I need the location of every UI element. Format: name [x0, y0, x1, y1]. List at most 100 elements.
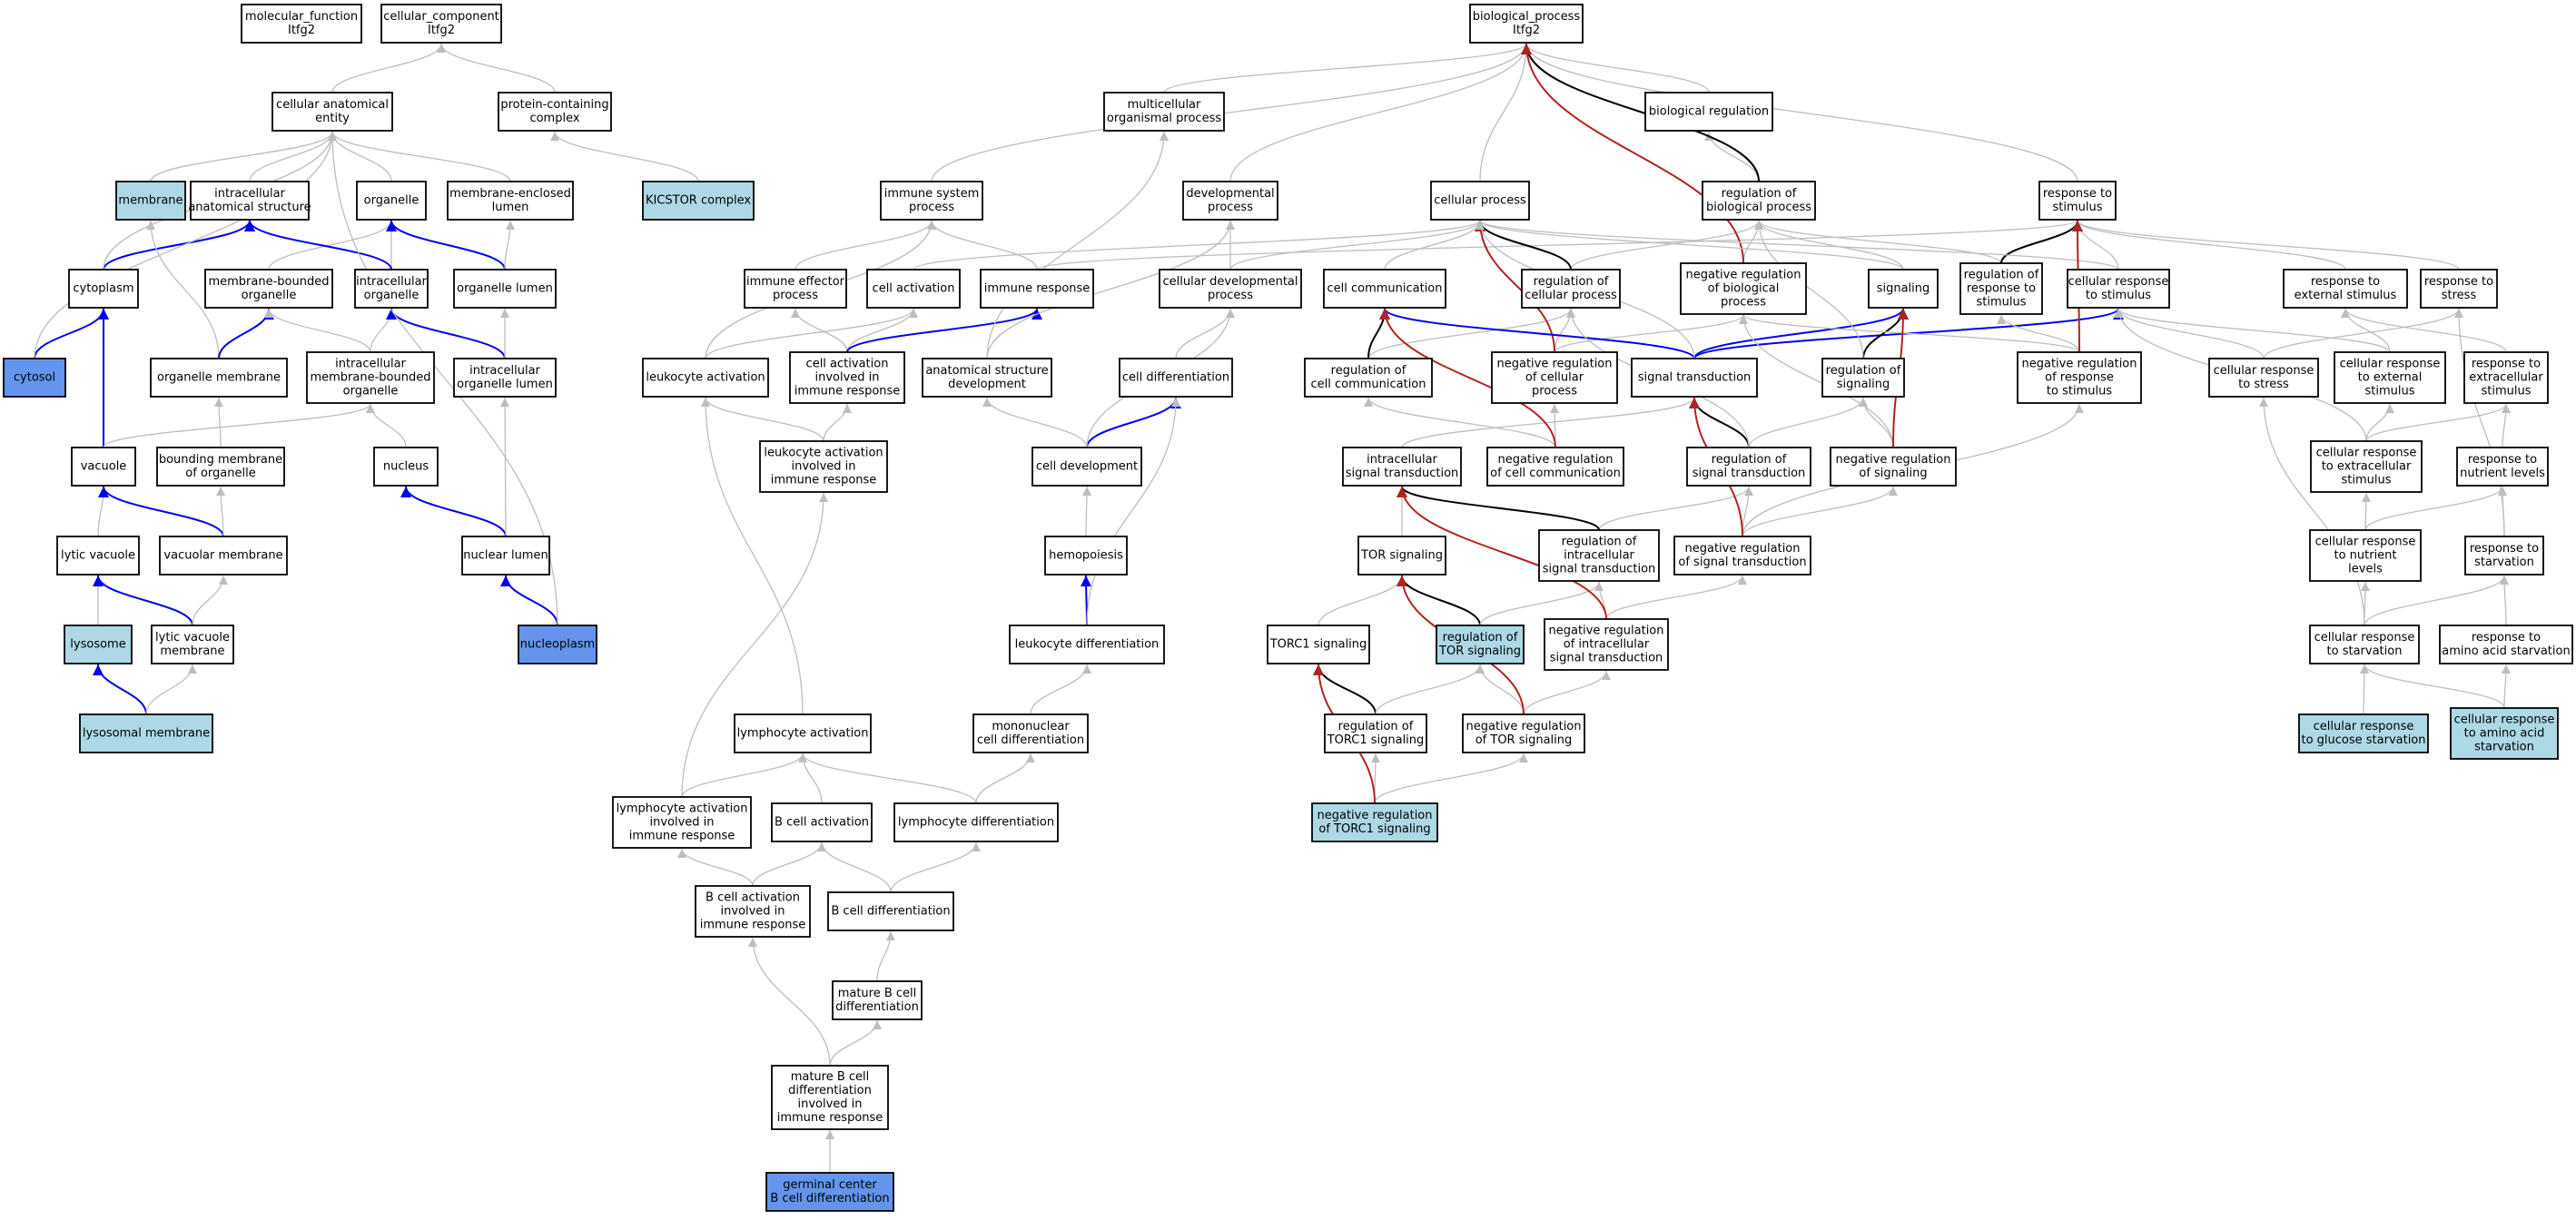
- term-node-breg[interactable]: biological regulation: [1644, 92, 1773, 132]
- term-node-lysosome[interactable]: lysosome: [64, 625, 133, 664]
- term-node-hemo[interactable]: hemopoiesis: [1044, 536, 1128, 576]
- term-node-st[interactable]: signal transduction: [1631, 358, 1758, 398]
- term-node-ir[interactable]: immune response: [980, 269, 1094, 309]
- term-node-bcd[interactable]: B cell differentiation: [827, 891, 954, 931]
- term-node-cytoplasm[interactable]: cytoplasm: [68, 269, 139, 309]
- term-node-cdev[interactable]: cell development: [1031, 447, 1142, 487]
- term-box: [2439, 625, 2573, 664]
- term-node-ld[interactable]: leukocyte differentiation: [1009, 625, 1165, 664]
- term-node-torc1[interactable]: TORC1 signaling: [1267, 625, 1370, 664]
- term-node-cdiff[interactable]: cell differentiation: [1119, 358, 1233, 398]
- term-node-lv[interactable]: lytic vacuole: [56, 536, 140, 576]
- term-node-vm[interactable]: vacuolar membrane: [159, 536, 288, 576]
- term-node-nl[interactable]: nuclear lumen: [461, 536, 550, 576]
- term-node-la[interactable]: leukocyte activation: [642, 358, 769, 398]
- term-node-lyma[interactable]: lymphocyte activation: [734, 713, 872, 753]
- term-node-bca[interactable]: B cell activation: [771, 802, 873, 842]
- term-node-membrane[interactable]: membrane: [115, 181, 186, 221]
- term-node-ca[interactable]: cell activation: [866, 269, 961, 309]
- term-node-organelle[interactable]: organelle: [356, 181, 427, 221]
- term-node-nucleoplasm[interactable]: nucleoplasm: [518, 625, 597, 664]
- term-node-signaling[interactable]: signaling: [1868, 269, 1939, 309]
- edge-is-a-nrbp-to-rbp: [1742, 220, 1763, 264]
- edge-part-of-lm-to-lysosome: [93, 664, 147, 715]
- term-node-lymd[interactable]: lymphocyte differentiation: [893, 802, 1059, 842]
- term-node-cytosol[interactable]: cytosol: [3, 358, 66, 398]
- term-node-kicstor[interactable]: KICSTOR complex: [642, 181, 755, 221]
- term-node-olumen[interactable]: organelle lumen: [453, 269, 557, 309]
- term-node-vacuole[interactable]: vacuole: [71, 447, 136, 487]
- term-node-cc2[interactable]: cell communication: [1323, 269, 1446, 309]
- term-node-lm[interactable]: lysosomal membrane: [79, 713, 213, 753]
- term-node-cp[interactable]: cellular process: [1430, 181, 1530, 221]
- term-label-line: lysosomal membrane: [83, 727, 210, 741]
- term-node-tors[interactable]: TOR signaling: [1357, 536, 1446, 576]
- term-node-nucleus[interactable]: nucleus: [373, 447, 439, 487]
- term-label-line: leukocyte differentiation: [1015, 638, 1160, 652]
- term-node-om[interactable]: organelle membrane: [150, 358, 288, 398]
- term-box: [866, 269, 961, 309]
